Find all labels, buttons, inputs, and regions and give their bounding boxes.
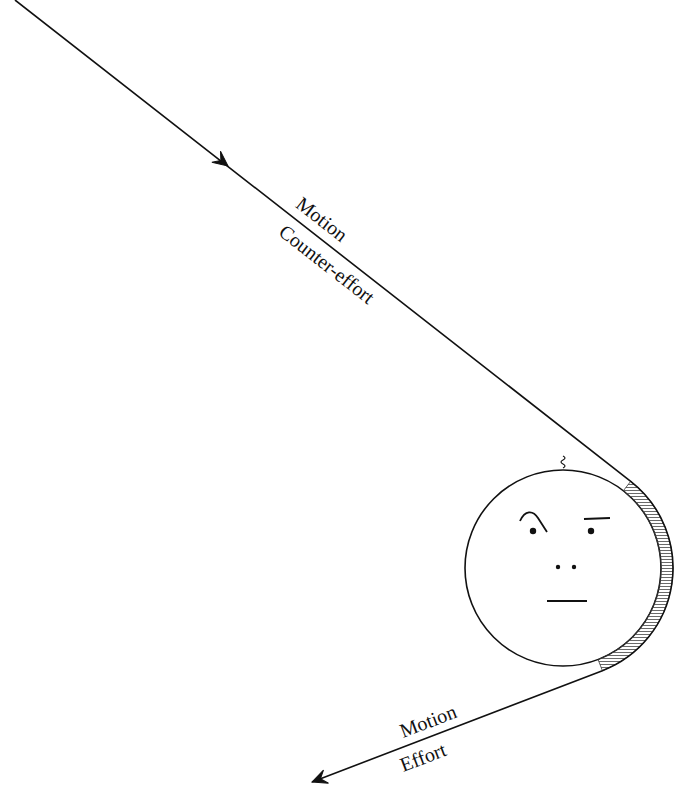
rope-line — [15, 0, 673, 782]
arrow-head — [309, 770, 328, 788]
eye — [530, 528, 536, 534]
face-drawing — [520, 456, 610, 601]
hair-squiggle — [561, 456, 565, 468]
eye — [588, 528, 594, 534]
mouth — [547, 600, 587, 602]
nostril — [572, 565, 576, 569]
eyebrow — [584, 518, 610, 519]
pulley-wheel — [465, 470, 661, 666]
contact-band — [598, 481, 673, 670]
line-label: Effort — [398, 739, 449, 775]
nostril — [556, 565, 560, 569]
arrow-head — [212, 151, 232, 171]
line-label: Motion — [397, 701, 459, 741]
face-dots — [530, 528, 594, 569]
